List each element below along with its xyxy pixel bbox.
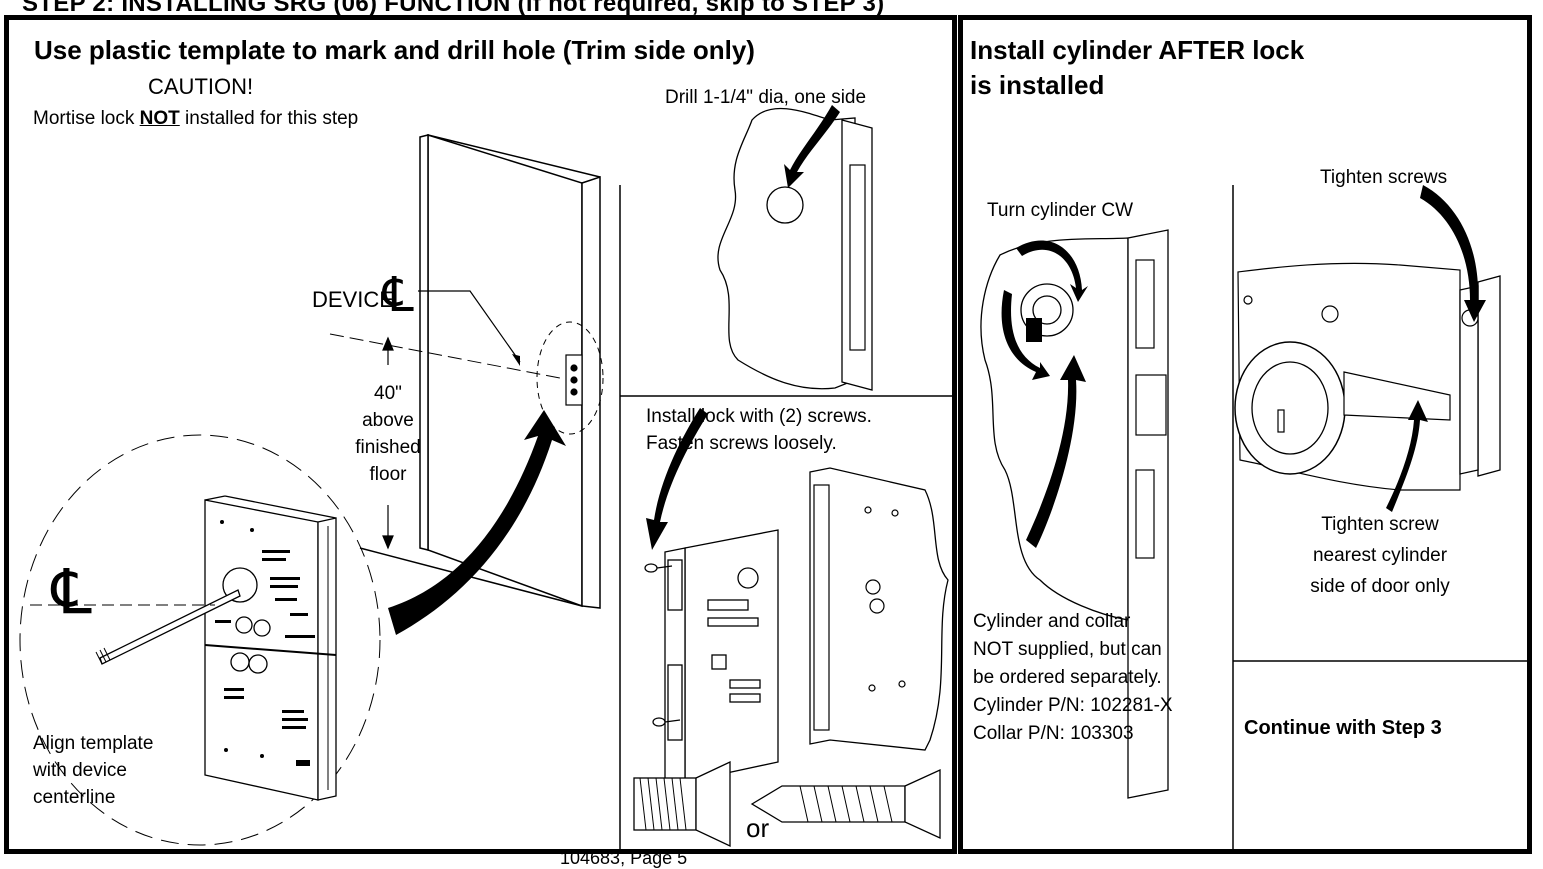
door-illustration (359, 133, 601, 609)
rod-tip-threads (95, 647, 111, 665)
tighten-cylinder-body (1343, 371, 1451, 421)
tighten-cylinder-face (1251, 361, 1329, 455)
tighten-small-hole (1243, 295, 1253, 305)
cylinder-lock-face-bottom (1135, 469, 1155, 559)
cylinder-door-piece (980, 237, 1129, 621)
cylinder-note-line-1: Cylinder and collar (973, 611, 1131, 632)
mortise-note-suffix: installed for this step (179, 108, 359, 129)
align-line-3: centerline (33, 787, 116, 808)
install-line-1: Install lock with (2) screws. (646, 406, 872, 427)
cylinder-note-line-2: NOT supplied, but can (973, 639, 1162, 660)
continue-label: Continue with Step 3 (1244, 717, 1442, 739)
device-centerline-symbol: ℄ (383, 269, 414, 322)
right-panel-title-line-2: is installed (970, 70, 1105, 100)
left-panel-title: Use plastic template to mark and drill h… (34, 35, 755, 65)
align-line-2: with device (33, 760, 127, 781)
door-lock-template (565, 354, 583, 406)
screw-type-machine (633, 760, 731, 848)
screw-drilling-threads (799, 785, 893, 823)
mortise-note-prefix: Mortise lock (33, 108, 140, 129)
tighten-screw-line-2: nearest cylinder (1312, 545, 1448, 566)
turn-arrow-bottom (1001, 290, 1050, 380)
door-pocket-holes (864, 506, 906, 692)
cylinder-insert-arrow (1026, 355, 1086, 548)
height-line-4: floor (369, 464, 407, 485)
height-line-1: 40" (374, 383, 402, 404)
tighten-screw-arrow (1386, 400, 1428, 512)
step-title: STEP 2: INSTALLING SRG (06) FUNCTION (if… (22, 0, 885, 17)
template-illustration (204, 495, 337, 801)
cylinder-key (1026, 318, 1042, 342)
cylinder-note-line-4: Cylinder P/N: 102281-X (973, 695, 1173, 716)
mortise-note-not: NOT (139, 108, 180, 129)
cylinder-plug (1032, 295, 1062, 325)
tighten-screws-label: Tighten screws (1320, 167, 1448, 188)
device-leader-arrowhead (512, 354, 520, 366)
tighten-keyway (1277, 409, 1285, 433)
drill-hole (766, 186, 804, 224)
drill-mortise-pocket (849, 164, 866, 351)
page-footer: 104683, Page 5 (560, 848, 688, 868)
drill-door-edge-piece (717, 107, 856, 390)
big-curved-arrow (388, 410, 566, 635)
template-fine-print (215, 520, 315, 766)
lock-screws (644, 563, 681, 727)
lock-body-illustration (664, 529, 779, 787)
screw-machine-threads (639, 777, 687, 831)
height-line-3: finished (355, 437, 421, 458)
right-panel-title-line-1: Install cylinder AFTER lock (970, 35, 1305, 65)
turn-arrow-top (1016, 240, 1088, 302)
device-leader (418, 290, 521, 363)
drill-arrow (784, 105, 840, 188)
or-label: or (746, 813, 770, 843)
tighten-screw-line-3: side of door only (1310, 576, 1450, 597)
device-label: DEVICE (312, 287, 394, 312)
tighten-door-hole (1321, 305, 1339, 323)
drill-label: Drill 1-1/4" dia, one side (665, 87, 867, 108)
detail-circle-large (19, 434, 381, 846)
tighten-screws-arrow (1420, 185, 1486, 322)
door-mortise-pocket (813, 484, 830, 731)
caution-label: CAUTION! (148, 74, 254, 99)
install-screw-arrow (646, 408, 708, 550)
align-line-1: Align template (33, 733, 154, 754)
tighten-screw-line-1: Tighten screw (1321, 514, 1439, 535)
turn-cylinder-label: Turn cylinder CW (987, 200, 1134, 221)
install-line-2: Fasten screws loosely. (646, 433, 837, 454)
right-panel-frame (958, 15, 1532, 854)
mortise-note: Mortise lock NOT installed for this step (33, 108, 358, 130)
left-panel-frame (4, 15, 957, 854)
detail-circle-small (536, 321, 604, 435)
cylinder-note-line-5: Collar P/N: 103303 (973, 723, 1134, 744)
template-centerline-symbol: ℄ (52, 558, 92, 627)
cylinder-lock-face-top (1135, 259, 1155, 349)
height-line-2: above (362, 410, 414, 431)
screw-type-self-drilling (750, 768, 941, 840)
cylinder-note-line-3: be ordered separately. (973, 667, 1162, 688)
height-dimension (382, 336, 394, 550)
cylinder-latch (1135, 374, 1167, 436)
